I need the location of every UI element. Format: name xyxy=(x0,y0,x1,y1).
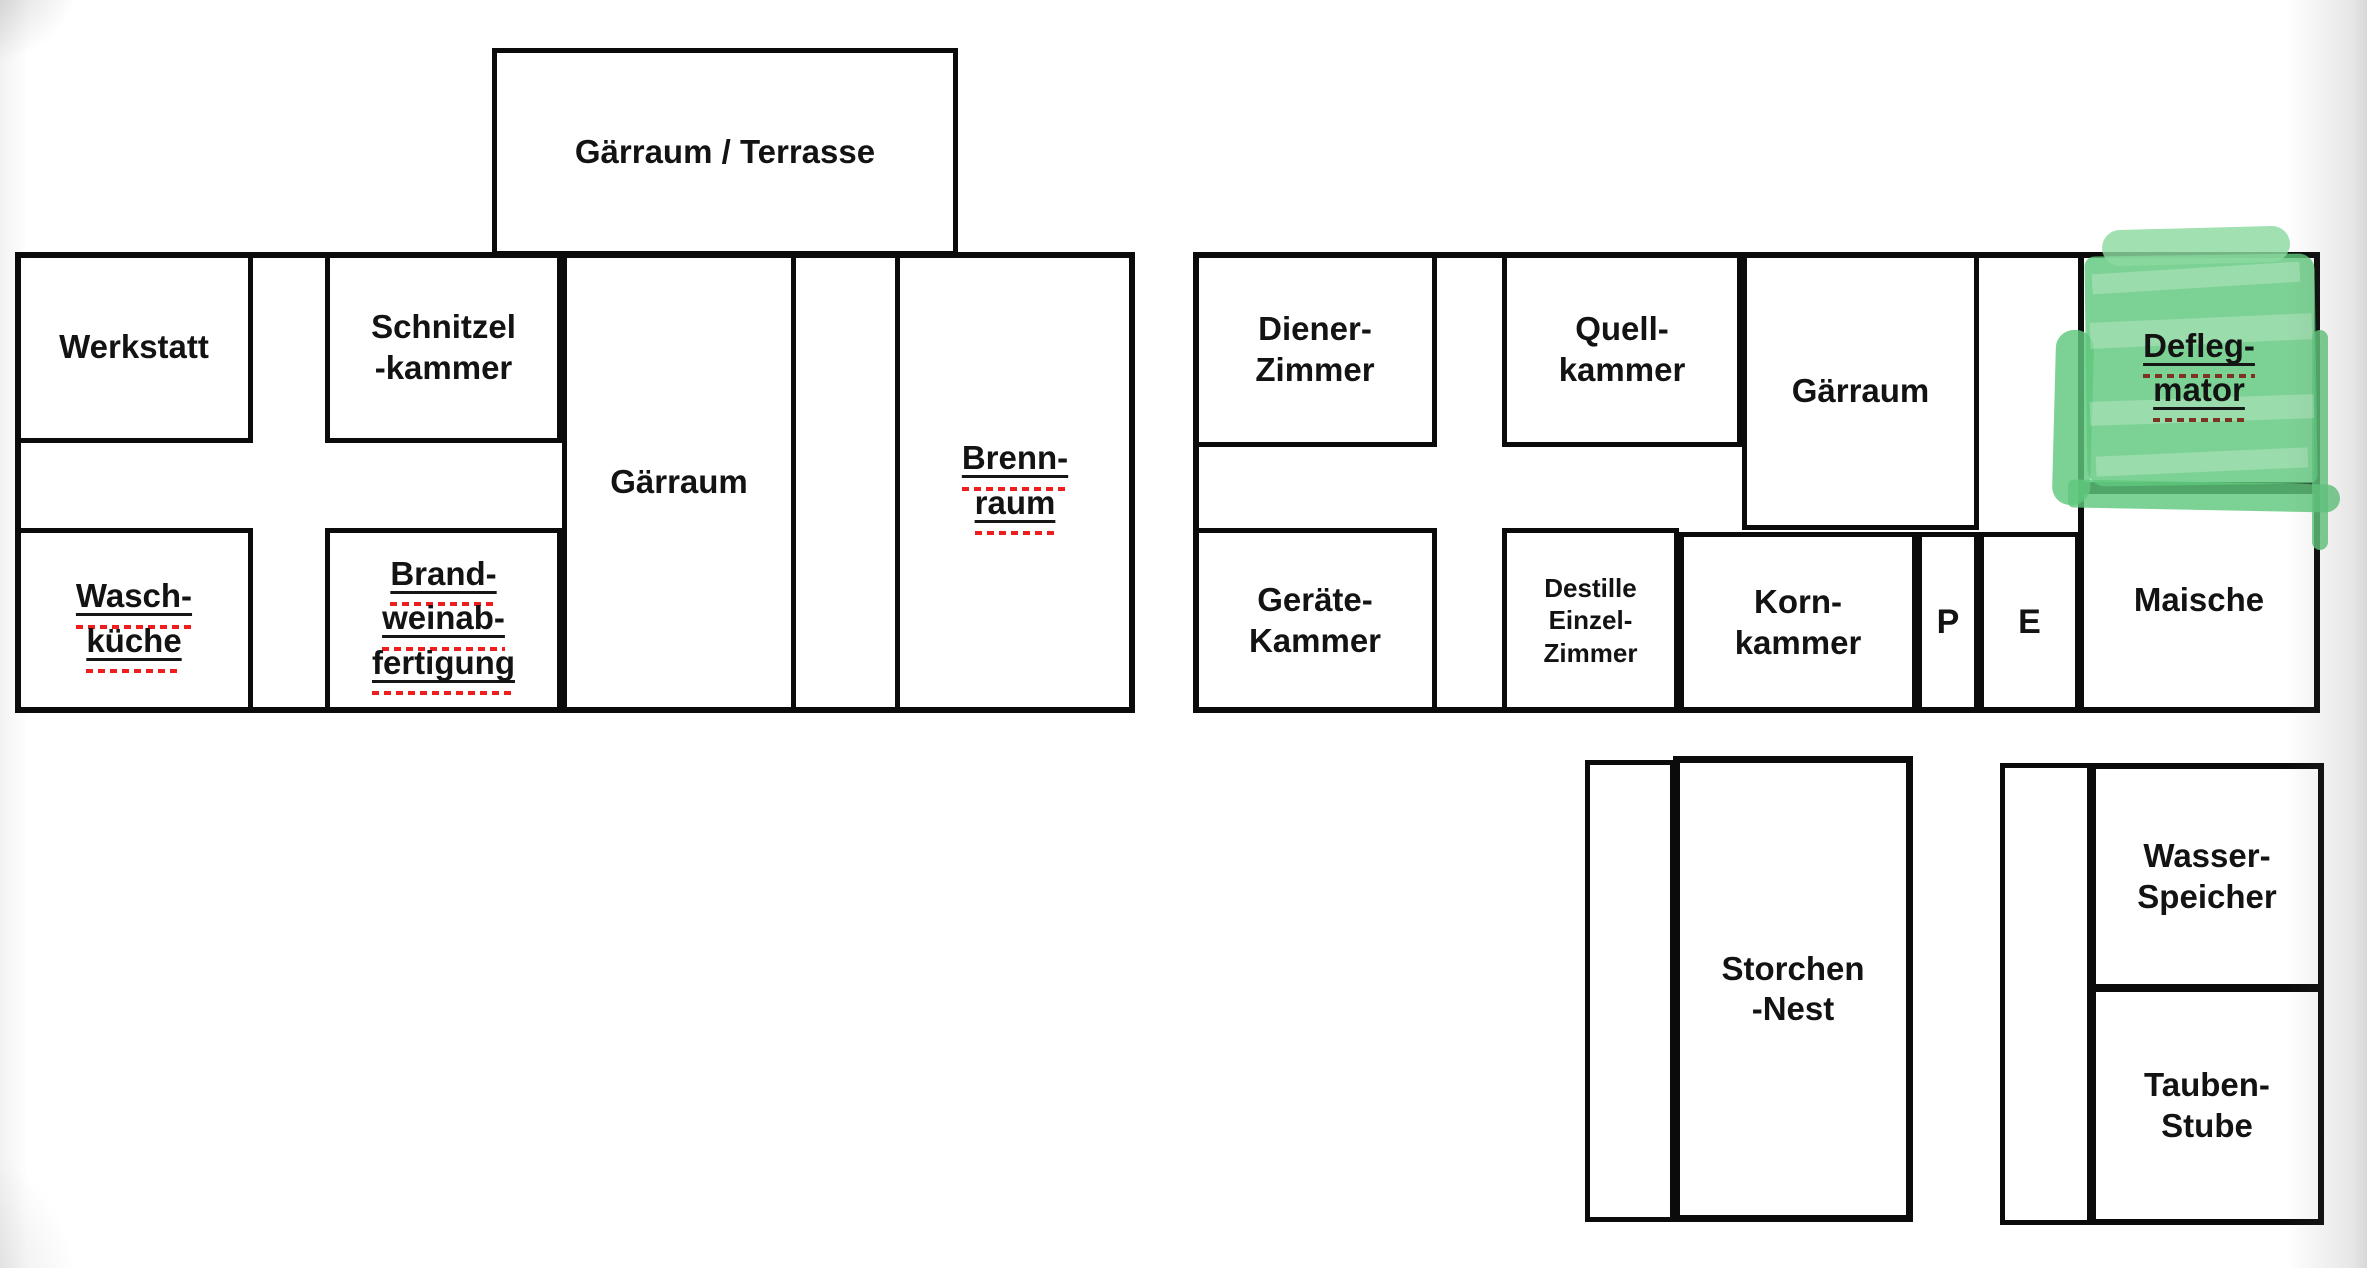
room-destille-line1: Destille xyxy=(1544,572,1637,603)
room-maische: Maische xyxy=(2078,488,2320,713)
room-gaerraum-terrasse-label: Gärraum / Terrasse xyxy=(574,132,876,170)
room-brandweinabfertigung-line2: weinab- xyxy=(382,598,505,651)
room-taubenstube: Tauben- Stube xyxy=(2090,986,2324,1225)
room-quellkammer-line2: kammer xyxy=(1558,350,1686,388)
room-schnitzelkammer: Schnitzel -kammer xyxy=(325,252,562,443)
room-wasserspeicher: Wasser- Speicher xyxy=(2090,763,2324,990)
room-geraetekammer: Geräte- Kammer xyxy=(1193,528,1437,713)
room-destille-line3: Zimmer xyxy=(1543,637,1638,668)
room-maische-label: Maische xyxy=(2133,581,2265,619)
room-e: E xyxy=(1979,532,2080,713)
room-e-label: E xyxy=(2018,602,2041,641)
room-quellkammer-line1: Quell- xyxy=(1575,310,1669,348)
room-kornkammer-line1: Korn- xyxy=(1754,583,1842,621)
room-p-label: P xyxy=(1936,602,1960,641)
room-kornkammer-line2: kammer xyxy=(1734,623,1862,661)
room-dienerzimmer-line1: Diener- xyxy=(1258,310,1372,348)
room-p: P xyxy=(1917,532,1979,713)
room-deflegmator: Defleg- mator xyxy=(2078,252,2320,488)
room-gaerraum-terrasse: Gärraum / Terrasse xyxy=(492,48,958,256)
room-schnitzelkammer-line2: -kammer xyxy=(374,348,513,386)
room-dienerzimmer: Diener- Zimmer xyxy=(1193,252,1437,447)
room-waschkueche-line1: Wasch- xyxy=(75,576,193,629)
room-kornkammer: Korn- kammer xyxy=(1679,532,1917,713)
room-dienerzimmer-line2: Zimmer xyxy=(1255,350,1375,388)
room-geraetekammer-line2: Kammer xyxy=(1248,621,1382,659)
room-storchennest-line2: -Nest xyxy=(1751,990,1835,1027)
room-gaerraum-left-label: Gärraum xyxy=(610,463,748,501)
room-schnitzelkammer-line1: Schnitzel xyxy=(371,308,516,346)
room-storchennest-line1: Storchen xyxy=(1721,949,1865,987)
room-brennraum: Brenn- raum xyxy=(895,252,1135,713)
room-quellkammer: Quell- kammer xyxy=(1502,252,1742,447)
room-wasserspeicher-line1: Wasser- xyxy=(2143,837,2271,875)
room-brennraum-line1: Brenn- xyxy=(961,438,1069,491)
room-waschkueche: Wasch- küche xyxy=(15,528,253,713)
room-brandweinabfertigung-line3: fertigung xyxy=(372,642,515,695)
room-brennraum-line2: raum xyxy=(974,482,1056,535)
room-wasserspeicher-line2: Speicher xyxy=(2137,877,2277,915)
room-gaerraum-left: Gärraum xyxy=(562,252,796,713)
room-deflegmator-line2: mator xyxy=(2153,370,2245,423)
room-taubenstube-line2: Stube xyxy=(2161,1106,2253,1144)
room-werkstatt-label: Werkstatt xyxy=(59,328,209,366)
room-brandweinabfertigung-line1: Brand- xyxy=(390,554,497,607)
room-destille-einzelzimmer: Destille Einzel- Zimmer xyxy=(1502,528,1679,713)
room-gaerraum-right: Gärraum xyxy=(1742,252,1979,530)
room-taubenstube-line1: Tauben- xyxy=(2144,1066,2270,1104)
storchennest-side-corridor xyxy=(1585,760,1675,1222)
room-destille-line2: Einzel- xyxy=(1548,605,1633,636)
wasserspeicher-side-corridor xyxy=(2000,763,2092,1225)
room-werkstatt: Werkstatt xyxy=(15,252,253,443)
room-geraetekammer-line1: Geräte- xyxy=(1257,581,1373,619)
room-gaerraum-right-label: Gärraum xyxy=(1791,371,1930,409)
room-waschkueche-line2: küche xyxy=(86,620,182,673)
room-storchennest: Storchen -Nest xyxy=(1673,756,1913,1222)
room-brandweinabfertigung: Brand- weinab- fertigung xyxy=(325,528,562,713)
